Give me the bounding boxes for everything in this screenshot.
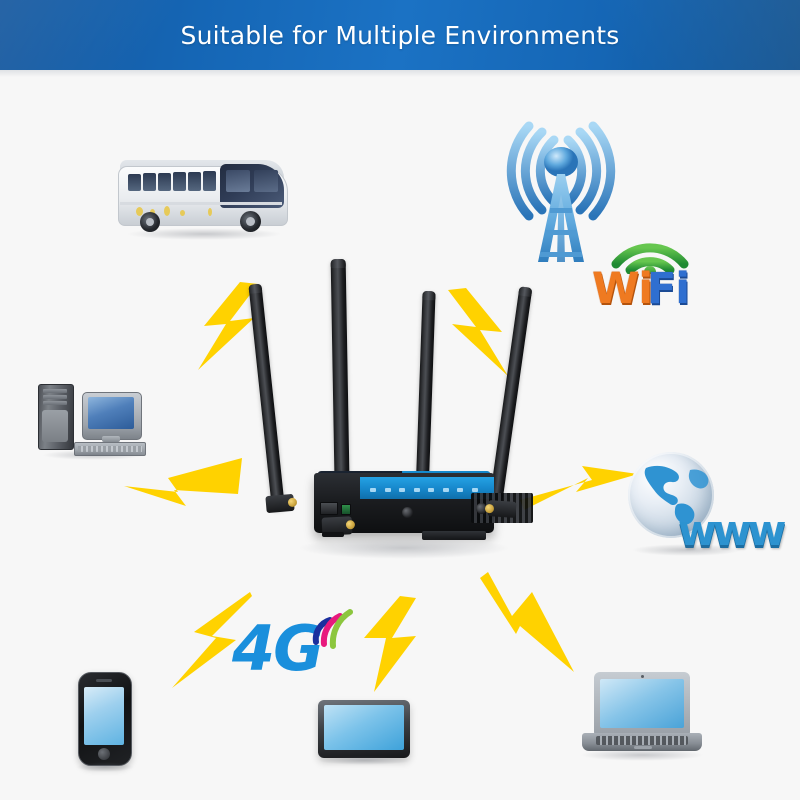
header-banner: Suitable for Multiple Environments <box>0 0 800 70</box>
router-led-row <box>370 488 478 493</box>
router-antenna-1[interactable] <box>248 283 285 510</box>
led-indicator <box>384 488 391 492</box>
bolt-tower <box>440 288 510 376</box>
router-shadow <box>298 537 510 559</box>
router-foot <box>322 532 344 537</box>
router-screw <box>402 507 413 518</box>
wifi-logo-icon: Wi Fi <box>592 228 704 318</box>
led-indicator <box>428 488 435 492</box>
router-antenna-base-4 <box>484 500 517 518</box>
router-screw <box>476 503 487 514</box>
router-device[interactable] <box>248 255 542 565</box>
bolt-globe <box>520 466 638 518</box>
router-front-blue-panel <box>360 477 494 499</box>
led-indicator <box>457 488 464 492</box>
led-indicator <box>370 488 376 492</box>
4g-label: 4G <box>232 612 324 685</box>
wifi-label-wi: Wi <box>592 264 653 314</box>
router-mount-bracket <box>422 531 486 540</box>
router-ethernet-port[interactable] <box>320 502 338 515</box>
bus-icon <box>112 150 292 245</box>
router-antenna-base-1 <box>265 493 298 514</box>
led-indicator <box>442 488 449 492</box>
www-label: www <box>678 506 786 555</box>
led-indicator <box>413 488 420 492</box>
smartphone-icon <box>76 672 136 772</box>
globe-www-icon: www <box>622 452 786 562</box>
router-antenna-4[interactable] <box>488 286 533 512</box>
banner-shadow <box>0 70 800 77</box>
cell-tower-icon <box>498 112 624 262</box>
bolt-desktop <box>124 452 242 508</box>
bolt-phone <box>172 592 252 690</box>
laptop-icon <box>580 672 704 764</box>
led-indicator <box>471 488 478 492</box>
4g-logo-icon: 4G <box>232 609 353 685</box>
led-indicator <box>399 488 406 492</box>
page-title: Suitable for Multiple Environments <box>180 20 620 50</box>
desktop-computer-icon <box>34 378 146 460</box>
bolt-laptop <box>480 572 576 676</box>
router-status-port <box>341 504 351 515</box>
bolt-bus <box>196 282 266 370</box>
wifi-label-fi: Fi <box>647 264 690 314</box>
tablet-icon <box>318 700 416 765</box>
bolt-tablet <box>358 596 422 692</box>
